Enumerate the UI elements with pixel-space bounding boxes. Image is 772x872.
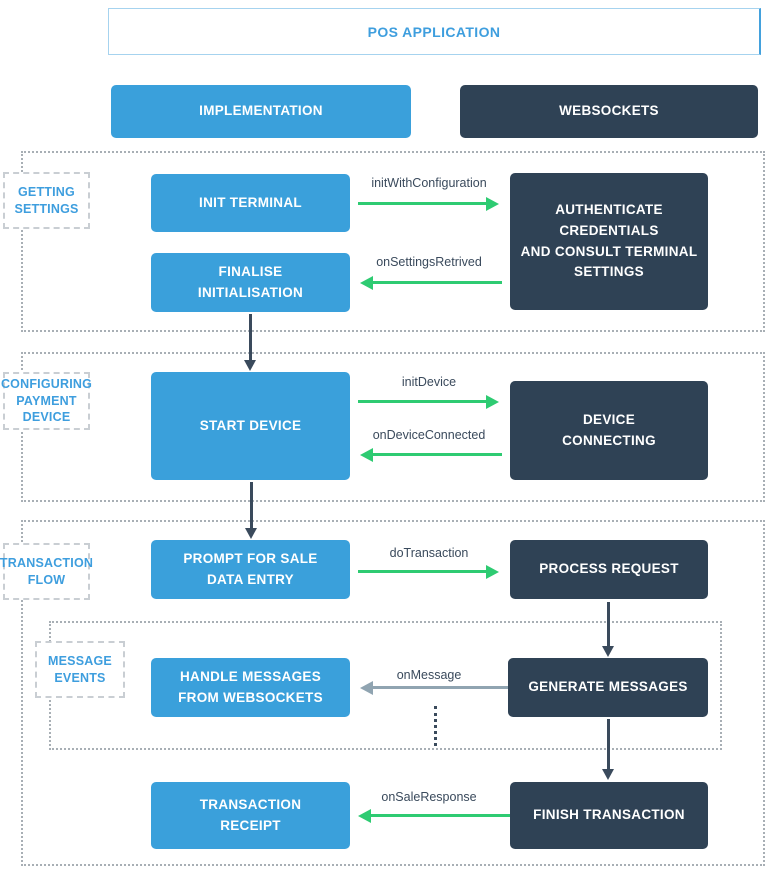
on-device-connected-label: onDeviceConnected xyxy=(372,428,486,442)
websockets-column-header: WEBSOCKETS xyxy=(460,85,758,138)
down-arrow-generate-to-finish-icon xyxy=(602,719,614,780)
getting-settings-label: GETTING SETTINGS xyxy=(3,172,90,229)
authenticate-credentials-box: AUTHENTICATE CREDENTIALS AND CONSULT TER… xyxy=(510,173,708,310)
pos-application-header: POS APPLICATION xyxy=(108,8,761,55)
more-messages-ellipsis-icon xyxy=(434,706,437,746)
on-sale-response-arrow-icon xyxy=(371,814,510,817)
device-connecting-box: DEVICE CONNECTING xyxy=(510,381,708,480)
on-message-label: onMessage xyxy=(396,668,462,682)
generate-messages-box: GENERATE MESSAGES xyxy=(508,658,708,717)
on-sale-response-label: onSaleResponse xyxy=(381,790,477,804)
init-device-arrow-icon xyxy=(358,400,486,403)
implementation-column-header: IMPLEMENTATION xyxy=(111,85,411,138)
down-arrow-process-to-generate-icon xyxy=(602,602,614,657)
do-transaction-label: doTransaction xyxy=(389,546,469,560)
finalise-initialisation-box: FINALISE INITIALISATION xyxy=(151,253,350,312)
on-message-arrow-icon xyxy=(373,686,508,689)
init-terminal-box: INIT TERMINAL xyxy=(151,174,350,232)
start-device-box: START DEVICE xyxy=(151,372,350,480)
message-events-label: MESSAGE EVENTS xyxy=(35,641,125,698)
handle-messages-box: HANDLE MESSAGES FROM WEBSOCKETS xyxy=(151,658,350,717)
transaction-receipt-box: TRANSACTION RECEIPT xyxy=(151,782,350,849)
on-device-connected-arrow-icon xyxy=(373,453,502,456)
on-settings-retrived-arrow-icon xyxy=(373,281,502,284)
getting-settings-container xyxy=(21,151,765,332)
pos-application-title: POS APPLICATION xyxy=(367,23,501,40)
process-request-box: PROCESS REQUEST xyxy=(510,540,708,599)
down-arrow-start-device-to-prompt-icon xyxy=(245,482,257,539)
do-transaction-arrow-icon xyxy=(358,570,486,573)
configuring-payment-device-label: CONFIGURING PAYMENT DEVICE xyxy=(1,372,92,430)
down-arrow-finalise-to-start-device-icon xyxy=(244,314,256,371)
init-with-configuration-arrow-icon xyxy=(358,202,486,205)
transaction-flow-container xyxy=(21,520,765,866)
finish-transaction-box: FINISH TRANSACTION xyxy=(510,782,708,849)
init-with-configuration-label: initWithConfiguration xyxy=(371,176,487,190)
transaction-flow-label: TRANSACTION FLOW xyxy=(0,543,93,600)
on-settings-retrived-label: onSettingsRetrived xyxy=(376,255,482,269)
prompt-for-sale-box: PROMPT FOR SALE DATA ENTRY xyxy=(151,540,350,599)
init-device-label: initDevice xyxy=(401,375,457,389)
